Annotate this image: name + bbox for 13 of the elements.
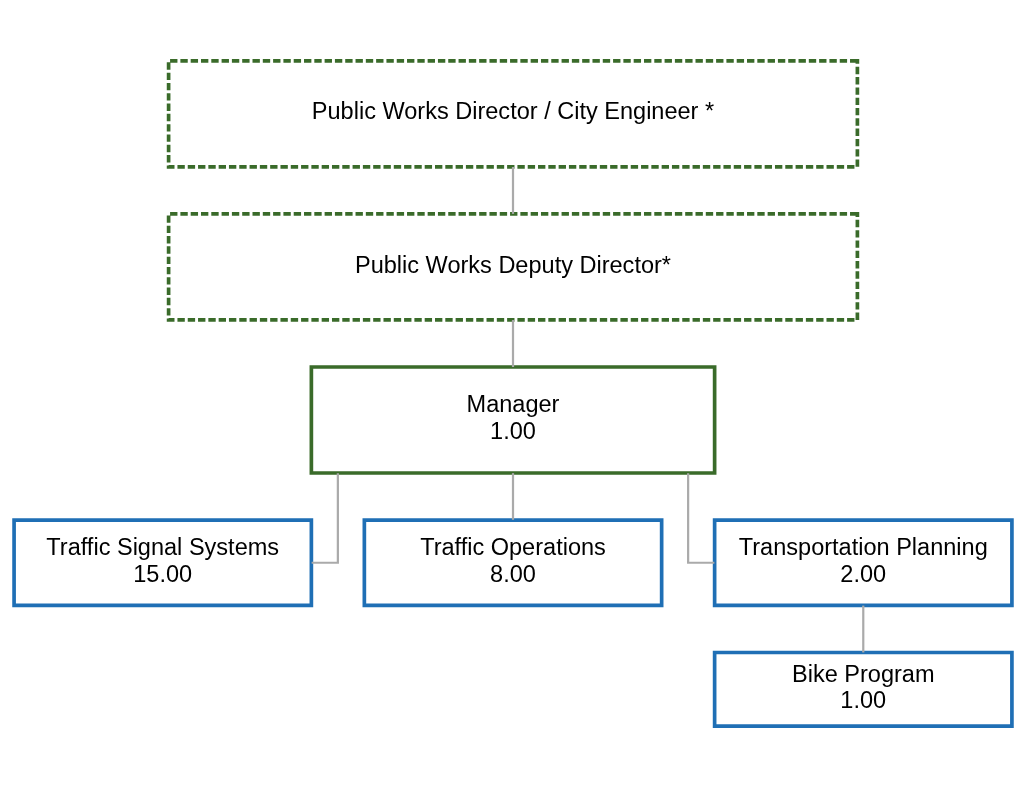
- connector: [862, 605, 865, 652]
- node-box: Public Works Deputy Director*: [166, 211, 860, 322]
- connector: [511, 319, 515, 367]
- connector: [687, 472, 715, 564]
- node-box: Transportation Planning 2.00: [712, 517, 1014, 607]
- node-box: Public Works Director / City Engineer *: [166, 58, 860, 169]
- connector: [511, 472, 515, 520]
- node-box: Bike Program 1.00: [712, 650, 1014, 728]
- node-box: Traffic Operations 8.00: [362, 517, 664, 607]
- connector: [311, 472, 339, 564]
- node-box: Manager 1.00: [309, 364, 717, 475]
- connector: [511, 166, 515, 214]
- node-box: Traffic Signal Systems 15.00: [12, 517, 314, 607]
